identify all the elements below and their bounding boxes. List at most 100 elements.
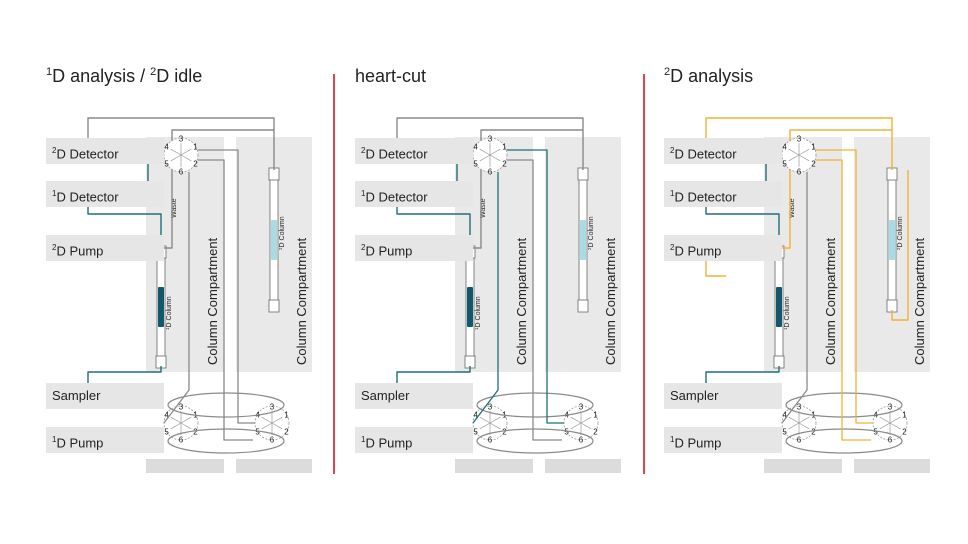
divider-2 [643, 74, 645, 474]
valve-spoke [479, 416, 491, 424]
sampler-box: Sampler [355, 383, 473, 409]
line-2d-pump-out [705, 261, 726, 277]
line-2d-detector [705, 117, 893, 170]
valve-port-1: 1 [502, 143, 507, 152]
valve-spoke [479, 154, 491, 162]
line-sampler [396, 366, 471, 383]
column-compartment-label: Column Compartment [205, 237, 220, 365]
valve-spoke [570, 416, 582, 424]
detector-2d-box: 2D Detector [355, 138, 473, 164]
valve-port-3: 3 [179, 134, 184, 143]
sampler-box: Sampler [664, 383, 782, 409]
valve-port-2: 2 [193, 159, 198, 168]
column-compartment-label: Column Compartment [294, 237, 309, 365]
valve-spoke [489, 416, 501, 424]
valve-port-6: 6 [270, 436, 275, 445]
column-1d-label: 1D Column [165, 296, 174, 330]
valve-port-6: 6 [797, 168, 802, 177]
column-packing [271, 220, 277, 260]
waste-label: Waste [789, 198, 796, 218]
column-packing [776, 287, 782, 327]
column-1d [155, 245, 167, 369]
divider-1 [333, 74, 335, 474]
valve-port-3: 3 [488, 402, 493, 411]
valve-spoke [489, 154, 501, 162]
valve-port-3: 3 [179, 402, 184, 411]
column-1d [464, 245, 476, 369]
line-2d-out [891, 170, 909, 321]
line-loop-return [816, 149, 873, 424]
line-1d-column-in [705, 207, 780, 238]
valve-port-4: 4 [164, 143, 169, 152]
valve-port-1: 1 [193, 143, 198, 152]
pump-1d-box: 1D Pump [355, 427, 473, 453]
loop-coil-lower [167, 428, 285, 454]
valve-port-5: 5 [473, 427, 478, 436]
detector-1d-box: 1D Detector [46, 181, 164, 207]
valve-port-5: 5 [255, 427, 260, 436]
line-2d-pump [473, 129, 583, 249]
valve-port-6: 6 [488, 436, 493, 445]
valve-port-3: 3 [888, 402, 893, 411]
column-2d [577, 167, 589, 313]
panel-title: 1D analysis / 2D idle [46, 66, 203, 86]
line-loop-return [198, 149, 255, 424]
column-fitting [268, 299, 280, 313]
panel-1d-analysis: 1D analysis / 2D idle Column Compartment… [38, 0, 348, 544]
pump-1d-box: 1D Pump [46, 427, 164, 453]
column-1d [773, 245, 785, 369]
valve-port-3: 3 [579, 402, 584, 411]
valve-port-1: 1 [593, 411, 598, 420]
valve-port-3: 3 [270, 402, 275, 411]
valve-port-5: 5 [564, 427, 569, 436]
valve-spoke [170, 154, 182, 162]
column-packing [580, 220, 586, 260]
valve-spoke [180, 148, 192, 156]
valve-base-1 [146, 459, 224, 473]
valve-spoke [788, 416, 800, 424]
valve-base-2 [545, 459, 621, 473]
valve-spoke [798, 416, 810, 424]
valve-base-1 [455, 459, 533, 473]
valve-spoke [261, 416, 273, 424]
valve-spoke [261, 422, 273, 430]
pump-1d-box: 1D Pump [664, 427, 782, 453]
valve-spoke [180, 416, 192, 424]
column-fitting [577, 299, 589, 313]
valve-spoke [798, 154, 810, 162]
valve-port-5: 5 [782, 159, 787, 168]
panel-title: heart-cut [355, 66, 427, 86]
line-loop-return [507, 149, 564, 424]
line-transfer [198, 159, 253, 441]
valve-spoke [788, 422, 800, 430]
sampler-box: Sampler [46, 383, 164, 409]
valve-port-3: 3 [797, 134, 802, 143]
valve-port-4: 4 [473, 411, 478, 420]
valve-port-5: 5 [164, 427, 169, 436]
valve-port-1: 1 [811, 143, 816, 152]
valve-port-2: 2 [284, 427, 289, 436]
column-compartment-label: Column Compartment [514, 237, 529, 365]
valve-spoke [788, 154, 800, 162]
valve-port-2: 2 [902, 427, 907, 436]
column-packing [889, 220, 895, 260]
valve-port-1: 1 [902, 411, 907, 420]
waste-label: Waste [171, 198, 178, 218]
valve-port-6: 6 [179, 168, 184, 177]
line-transfer [816, 159, 871, 441]
valve-base-2 [854, 459, 930, 473]
valve-port-2: 2 [193, 427, 198, 436]
line-1d-column-in [87, 207, 162, 238]
valve-port-2: 2 [811, 159, 816, 168]
column-2d-label: 2D Column [896, 216, 905, 250]
valve-spoke [489, 148, 501, 156]
valve-spoke [271, 416, 283, 424]
valve-spoke [479, 148, 491, 156]
loop-coil-upper [476, 392, 594, 418]
valve-spoke [170, 416, 182, 424]
column-1d-label: 1D Column [783, 296, 792, 330]
line-to-loop [472, 172, 499, 424]
